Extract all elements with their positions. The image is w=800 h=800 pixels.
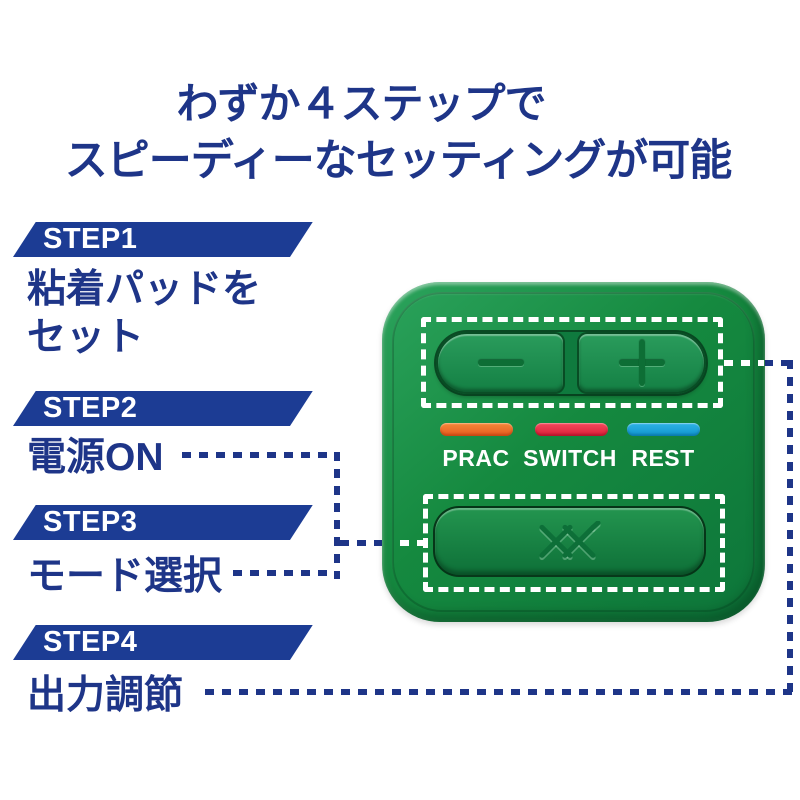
xx-logo-icon xyxy=(539,520,600,560)
minus-button[interactable] xyxy=(436,332,565,394)
plus-icon xyxy=(618,340,665,386)
volume-connector-blue xyxy=(764,360,787,366)
step4-banner: STEP4 xyxy=(13,625,313,660)
controller-device: PRAC SWITCH REST xyxy=(382,282,765,622)
step1-description-line2: セット xyxy=(27,316,145,359)
step4-connector-vertical xyxy=(787,360,793,695)
prac-label: PRAC xyxy=(442,445,510,471)
mode-button-connector-white xyxy=(400,540,426,546)
volume-rocker xyxy=(436,332,706,394)
minus-icon xyxy=(477,360,524,366)
step3-badge: STEP3 xyxy=(43,506,138,538)
switch-indicator-light xyxy=(535,423,608,436)
rest-label: REST xyxy=(631,445,695,471)
step2-connector-horizontal xyxy=(182,452,340,458)
step2-step3-connector-vertical xyxy=(334,452,340,579)
step1-description: 粘着パッドを セット xyxy=(27,266,261,362)
step4-description-line1: 出力調節 xyxy=(27,674,184,717)
step2-description: 電源ON xyxy=(27,434,164,482)
step4-badge: STEP4 xyxy=(43,626,138,658)
step1-banner: STEP1 xyxy=(13,222,313,257)
step3-banner: STEP3 xyxy=(13,505,313,540)
step2-badge: STEP2 xyxy=(43,392,138,424)
step3-description: モード選択 xyxy=(27,553,222,601)
step2-banner: STEP2 xyxy=(13,391,313,426)
prac-indicator-light xyxy=(440,423,513,436)
step2-description-line1: 電源ON xyxy=(27,436,164,479)
rest-indicator-light xyxy=(627,423,700,436)
page-title-line-1: わずか４ステップで xyxy=(176,80,546,127)
page-title-line-2: スピーディーなセッティングが可能 xyxy=(64,137,732,185)
step1-description-line1: 粘着パッドを xyxy=(27,268,262,311)
step1-badge: STEP1 xyxy=(43,223,138,255)
step3-connector-horizontal xyxy=(233,570,334,576)
mode-button[interactable] xyxy=(433,506,706,577)
step4-connector-horizontal xyxy=(205,689,793,695)
step4-description: 出力調節 xyxy=(27,672,183,720)
volume-connector-white xyxy=(724,360,764,366)
step3-description-line1: モード選択 xyxy=(27,555,223,598)
plus-button[interactable] xyxy=(577,332,706,394)
switch-label: SWITCH xyxy=(523,445,617,471)
volume-highlight-box xyxy=(421,317,723,408)
mode-button-connector-blue xyxy=(340,540,400,546)
